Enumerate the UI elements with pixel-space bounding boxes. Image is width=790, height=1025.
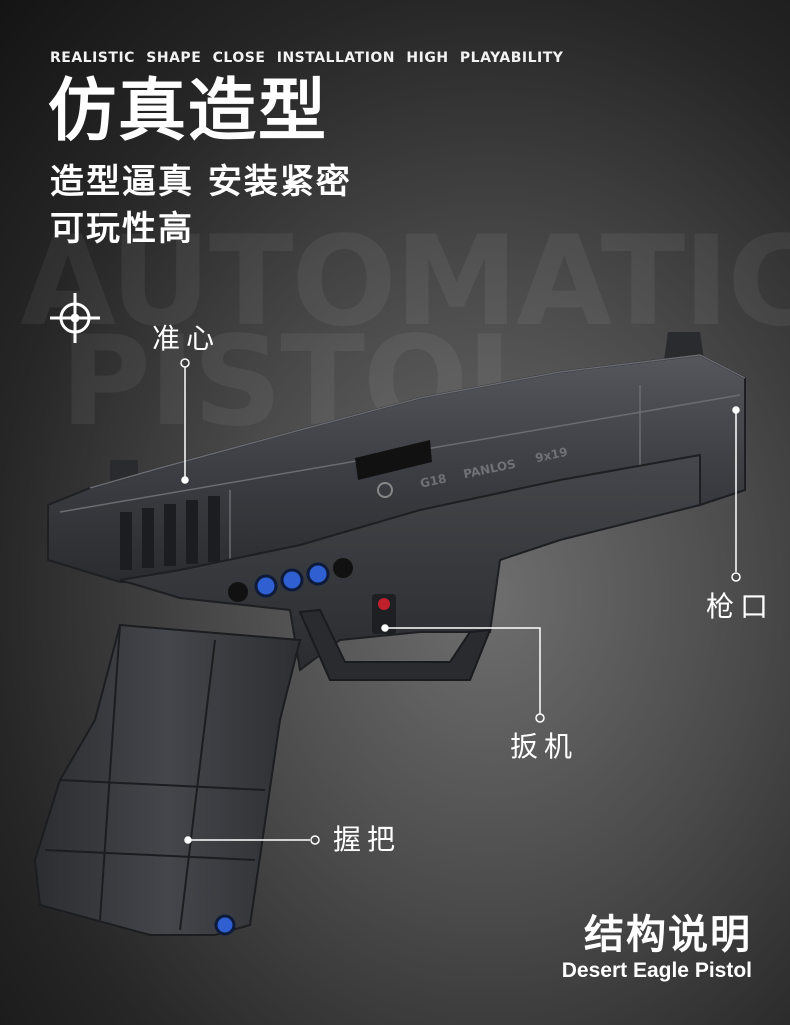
blue-pins [228,558,353,602]
watermark-automatic: AUTOMATIC [20,210,790,354]
callout-front-sight: 准心 [152,322,221,355]
slide-serrations [120,496,220,570]
magazine-pin [214,914,236,936]
trigger-guard [298,608,492,681]
subtitle-line-1: 造型逼真 安装紧密 [50,162,352,202]
callout-trigger: 扳机 [510,730,579,763]
ejection-port [355,440,432,480]
page-title: 仿真造型 [48,72,329,151]
tagline: REALISTIC SHAPE CLOSE INSTALLATION HIGH … [50,50,564,66]
subtitle-line-2: 可玩性高 [50,209,194,249]
front-sight [664,332,704,360]
footer-title-en: Desert Eagle Pistol [561,959,752,982]
footer-title-cn: 结构说明 [584,912,752,958]
callout-grip: 握把 [333,823,402,856]
crosshair-icon [50,293,100,343]
trigger-red-pin [378,598,390,610]
grip [33,623,302,936]
callout-muzzle: 枪口 [706,590,775,623]
